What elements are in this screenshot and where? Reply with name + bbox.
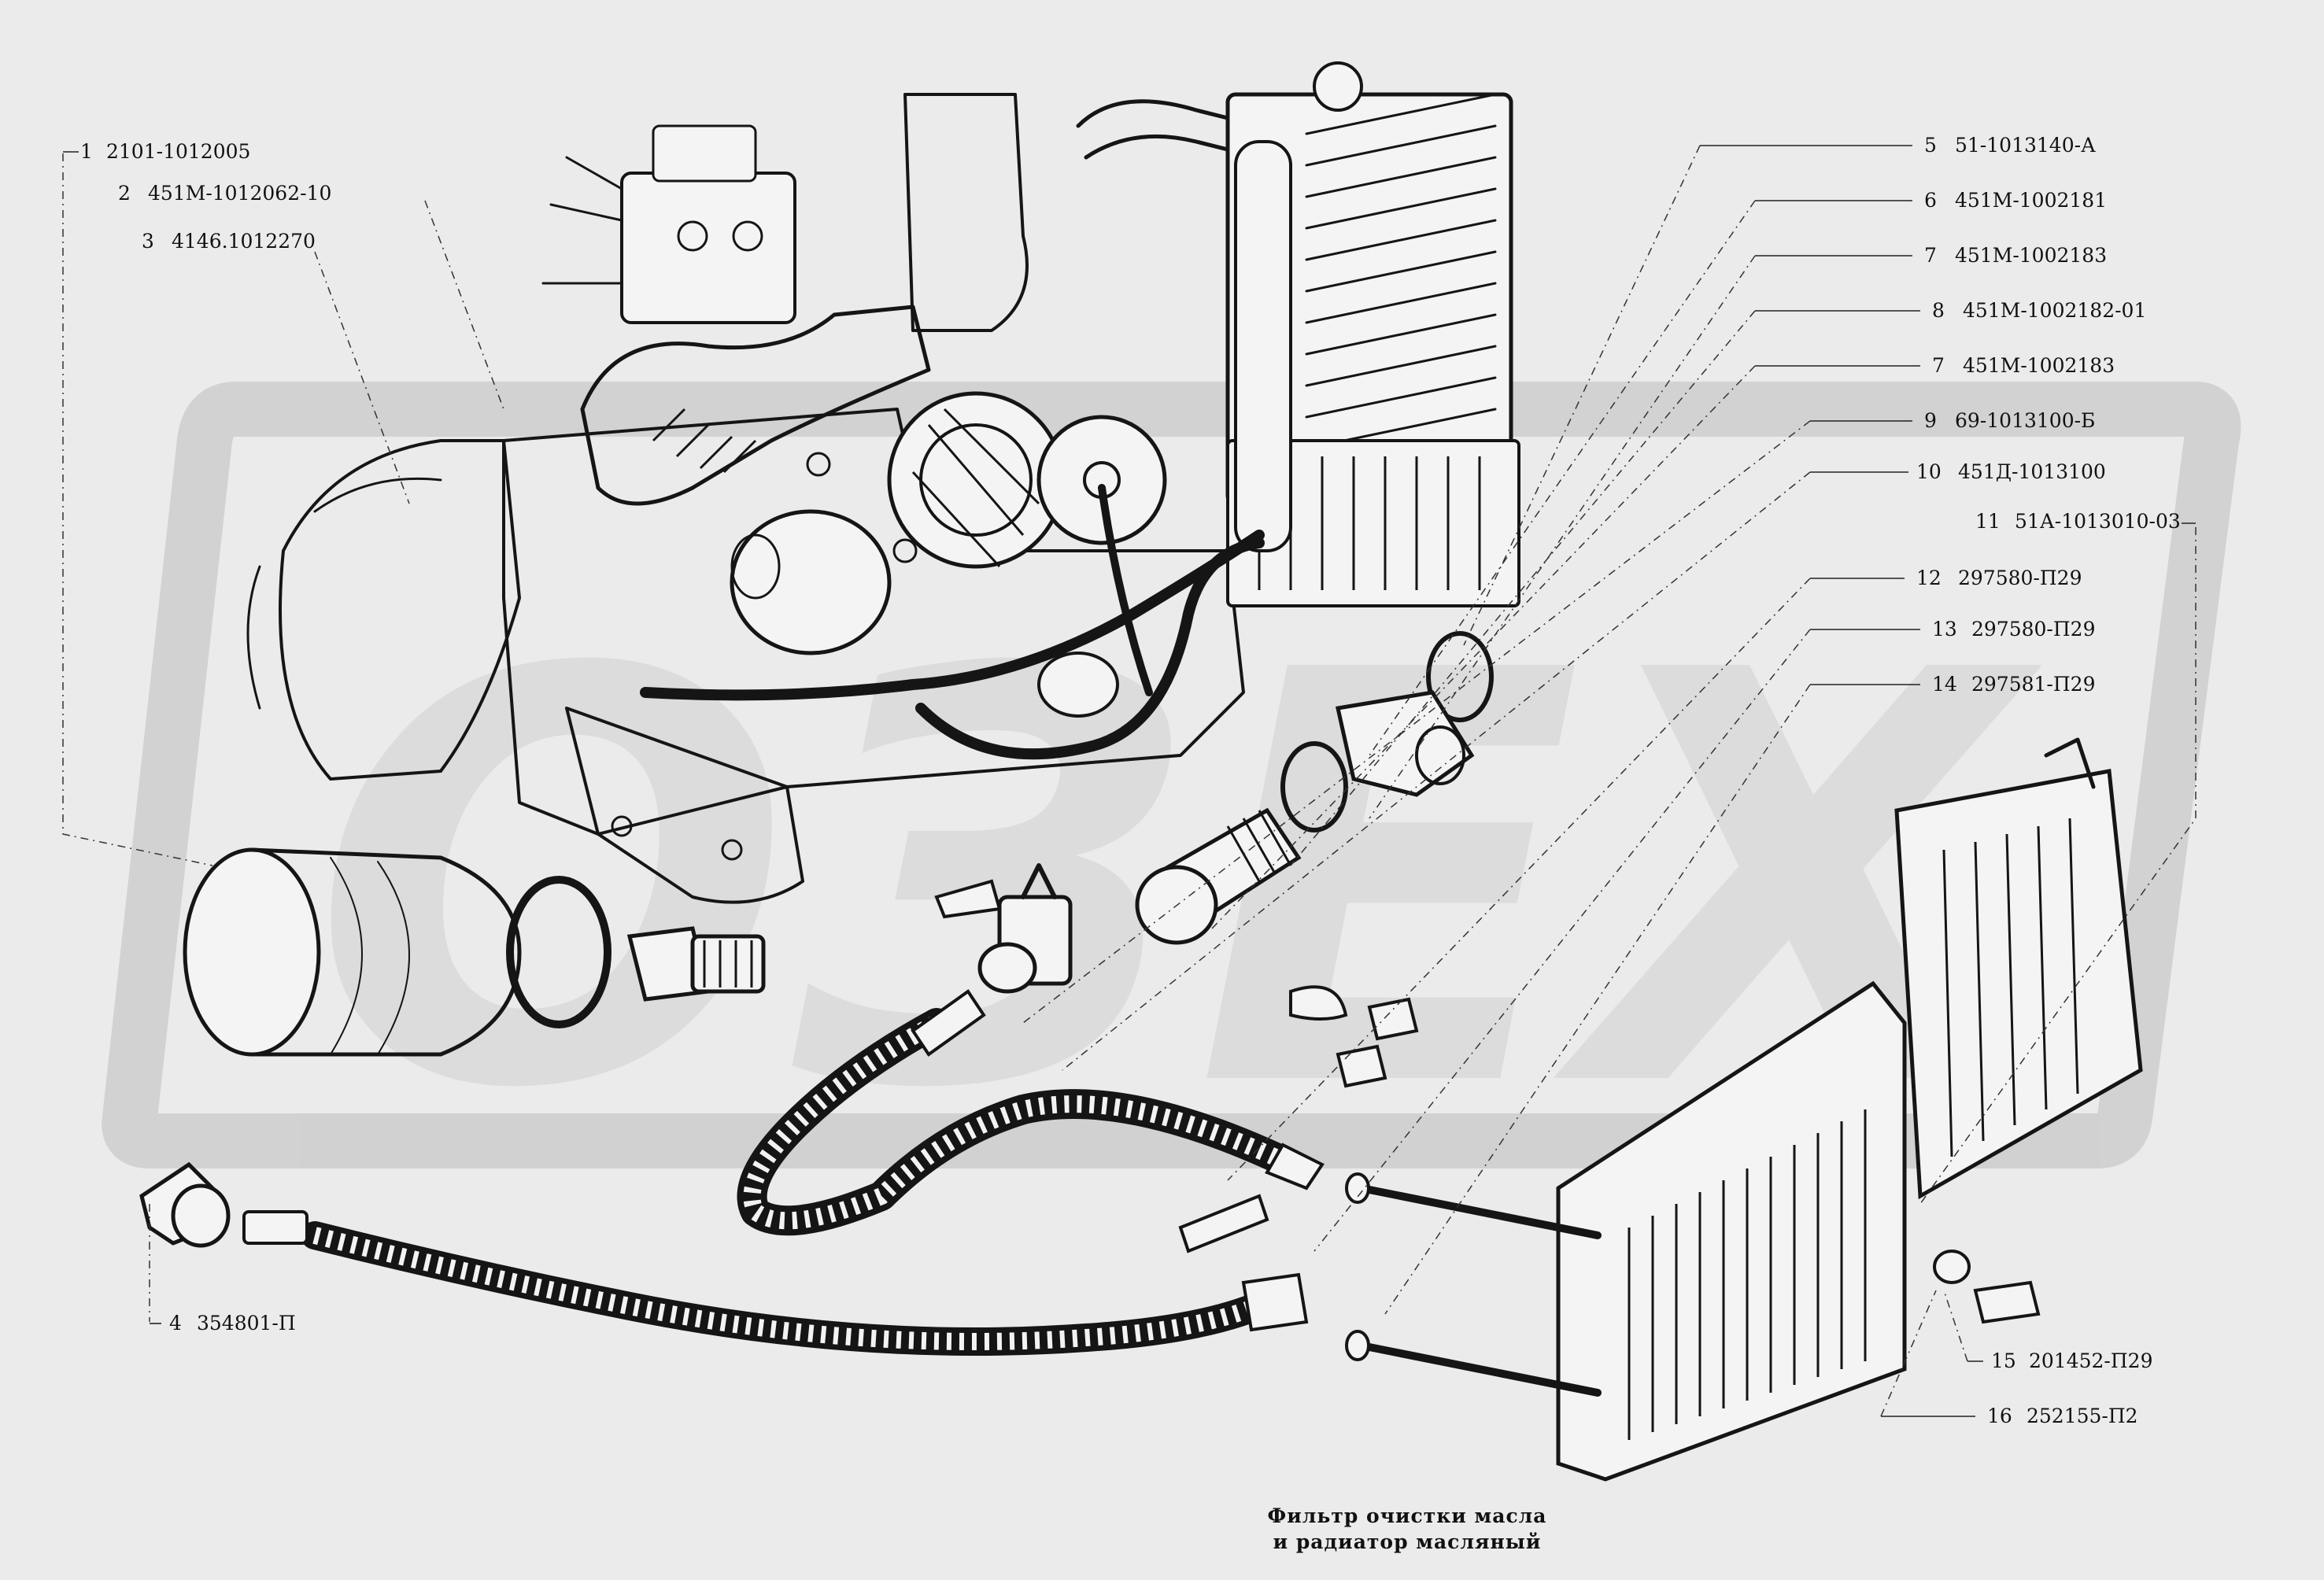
oil-cooler-hose-lower xyxy=(242,1210,1309,1356)
callout-number: 7 xyxy=(1932,354,1945,377)
caption-line-2: и радиатор масляный xyxy=(1273,1530,1542,1553)
diagram-caption: Фильтр очистки масла и радиатор масляный xyxy=(1267,1504,1546,1553)
callout-12: 12 297580-П29 xyxy=(1810,567,2082,589)
callout-13: 13 297580-П29 xyxy=(1810,618,2096,640)
callout-11: 11 51А-1013010-03 xyxy=(1975,510,2196,533)
oil-cooler-hose-upper xyxy=(737,989,1325,1236)
callout-number: 10 xyxy=(1916,460,1942,483)
callout-part-number: 69-1013100-Б xyxy=(1955,409,2095,432)
callout-labels: 1 2101-1012005 2 451М-1012062-10 3 4146.… xyxy=(63,134,2196,1427)
callout-number: 1 xyxy=(80,140,93,163)
caption-line-1: Фильтр очистки масла xyxy=(1267,1504,1546,1527)
callout-5: 5 51-1013140-А xyxy=(1700,134,2096,157)
callout-number: 8 xyxy=(1932,299,1945,322)
callout-number: 15 xyxy=(1991,1349,2016,1372)
callout-part-number: 451Д-1013100 xyxy=(1958,460,2106,483)
oil-filter-cartridge xyxy=(183,847,522,1057)
filter-gasket-ring xyxy=(506,876,611,1028)
callout-part-number: 354801-П xyxy=(197,1312,296,1335)
callout-number: 3 xyxy=(142,230,154,253)
leader-lines xyxy=(62,145,2197,1417)
callout-15: 15 201452-П29 xyxy=(1967,1349,2153,1372)
callout-part-number: 451М-1002181 xyxy=(1955,189,2107,212)
callout-number: 12 xyxy=(1916,567,1942,589)
callout-8: 8 451М-1002182-01 xyxy=(1755,299,2146,322)
oil-cooler-illustration xyxy=(1345,737,2143,1482)
callout-number: 11 xyxy=(1975,510,2001,533)
callout-part-number: 297580-П29 xyxy=(1958,567,2082,589)
callout-6: 6 451М-1002181 xyxy=(1755,189,2107,212)
callout-3: 3 4146.1012270 xyxy=(142,230,316,253)
callout-16: 16 252155-П2 xyxy=(1881,1405,2138,1427)
callout-part-number: 451М-1012062-10 xyxy=(148,182,331,205)
callout-4: 4 354801-П xyxy=(150,1312,296,1335)
filter-union-fitting xyxy=(626,926,766,1002)
callout-2: 2 451М-1012062-10 xyxy=(118,182,331,205)
callout-part-number: 451М-1002182-01 xyxy=(1963,299,2146,322)
callout-part-number: 297581-П29 xyxy=(1971,673,2096,696)
callout-number: 7 xyxy=(1924,244,1937,267)
callout-number: 5 xyxy=(1924,134,1937,157)
drain-tap xyxy=(934,863,1073,994)
callout-9: 9 69-1013100-Б xyxy=(1810,409,2095,432)
callout-part-number: 451М-1002183 xyxy=(1955,244,2107,267)
callout-number: 6 xyxy=(1924,189,1937,212)
callout-number: 4 xyxy=(169,1312,182,1335)
callout-part-number: 201452-П29 xyxy=(2029,1349,2153,1372)
callout-part-number: 451М-1002183 xyxy=(1963,354,2115,377)
callout-part-number: 51-1013140-А xyxy=(1955,134,2096,157)
callout-1: 1 2101-1012005 xyxy=(63,140,250,163)
callout-7a: 7 451М-1002183 xyxy=(1755,244,2107,267)
radiator-illustration xyxy=(1225,61,1520,607)
callout-14: 14 297581-П29 xyxy=(1810,673,2096,696)
callout-7b: 7 451М-1002183 xyxy=(1755,354,2115,377)
callout-number: 13 xyxy=(1932,618,1957,640)
callout-part-number: 252155-П2 xyxy=(2027,1405,2138,1427)
callout-part-number: 297580-П29 xyxy=(1971,618,2096,640)
callout-number: 16 xyxy=(1987,1405,2012,1427)
callout-number: 14 xyxy=(1932,673,1957,696)
callout-10: 10 451Д-1013100 xyxy=(1810,460,2106,483)
callout-part-number: 4146.1012270 xyxy=(172,230,316,253)
elbow-fitting xyxy=(139,1161,231,1248)
callout-part-number: 2101-1012005 xyxy=(106,140,250,163)
hose-clamps xyxy=(1178,985,1419,1253)
callout-number: 2 xyxy=(118,182,131,205)
callout-part-number: 51А-1013010-03 xyxy=(2015,510,2181,533)
callout-number: 9 xyxy=(1924,409,1937,432)
